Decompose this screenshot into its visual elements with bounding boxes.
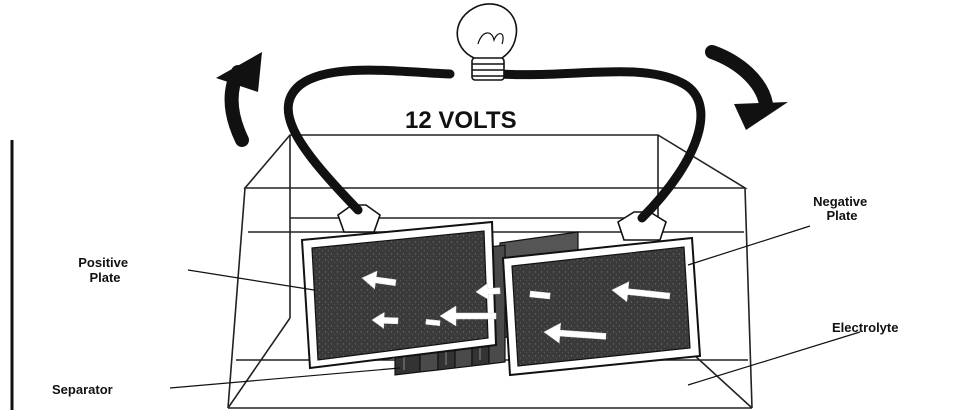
curved-arrow-down-icon: [712, 52, 788, 130]
positive-plate: [302, 222, 496, 368]
wire-right: [500, 72, 701, 218]
voltage-label: 12 VOLTS: [405, 107, 517, 134]
curved-arrow-up-icon: [216, 52, 262, 140]
electrolyte-label: Electrolyte: [832, 320, 898, 335]
positive-plate-label: Positive Plate: [78, 255, 131, 285]
negative-plate: [503, 238, 700, 375]
separator-label: Separator: [52, 382, 113, 397]
wire-left: [288, 70, 450, 210]
light-bulb-icon: [457, 4, 516, 80]
negative-plate-label: Negative Plate: [813, 194, 871, 223]
